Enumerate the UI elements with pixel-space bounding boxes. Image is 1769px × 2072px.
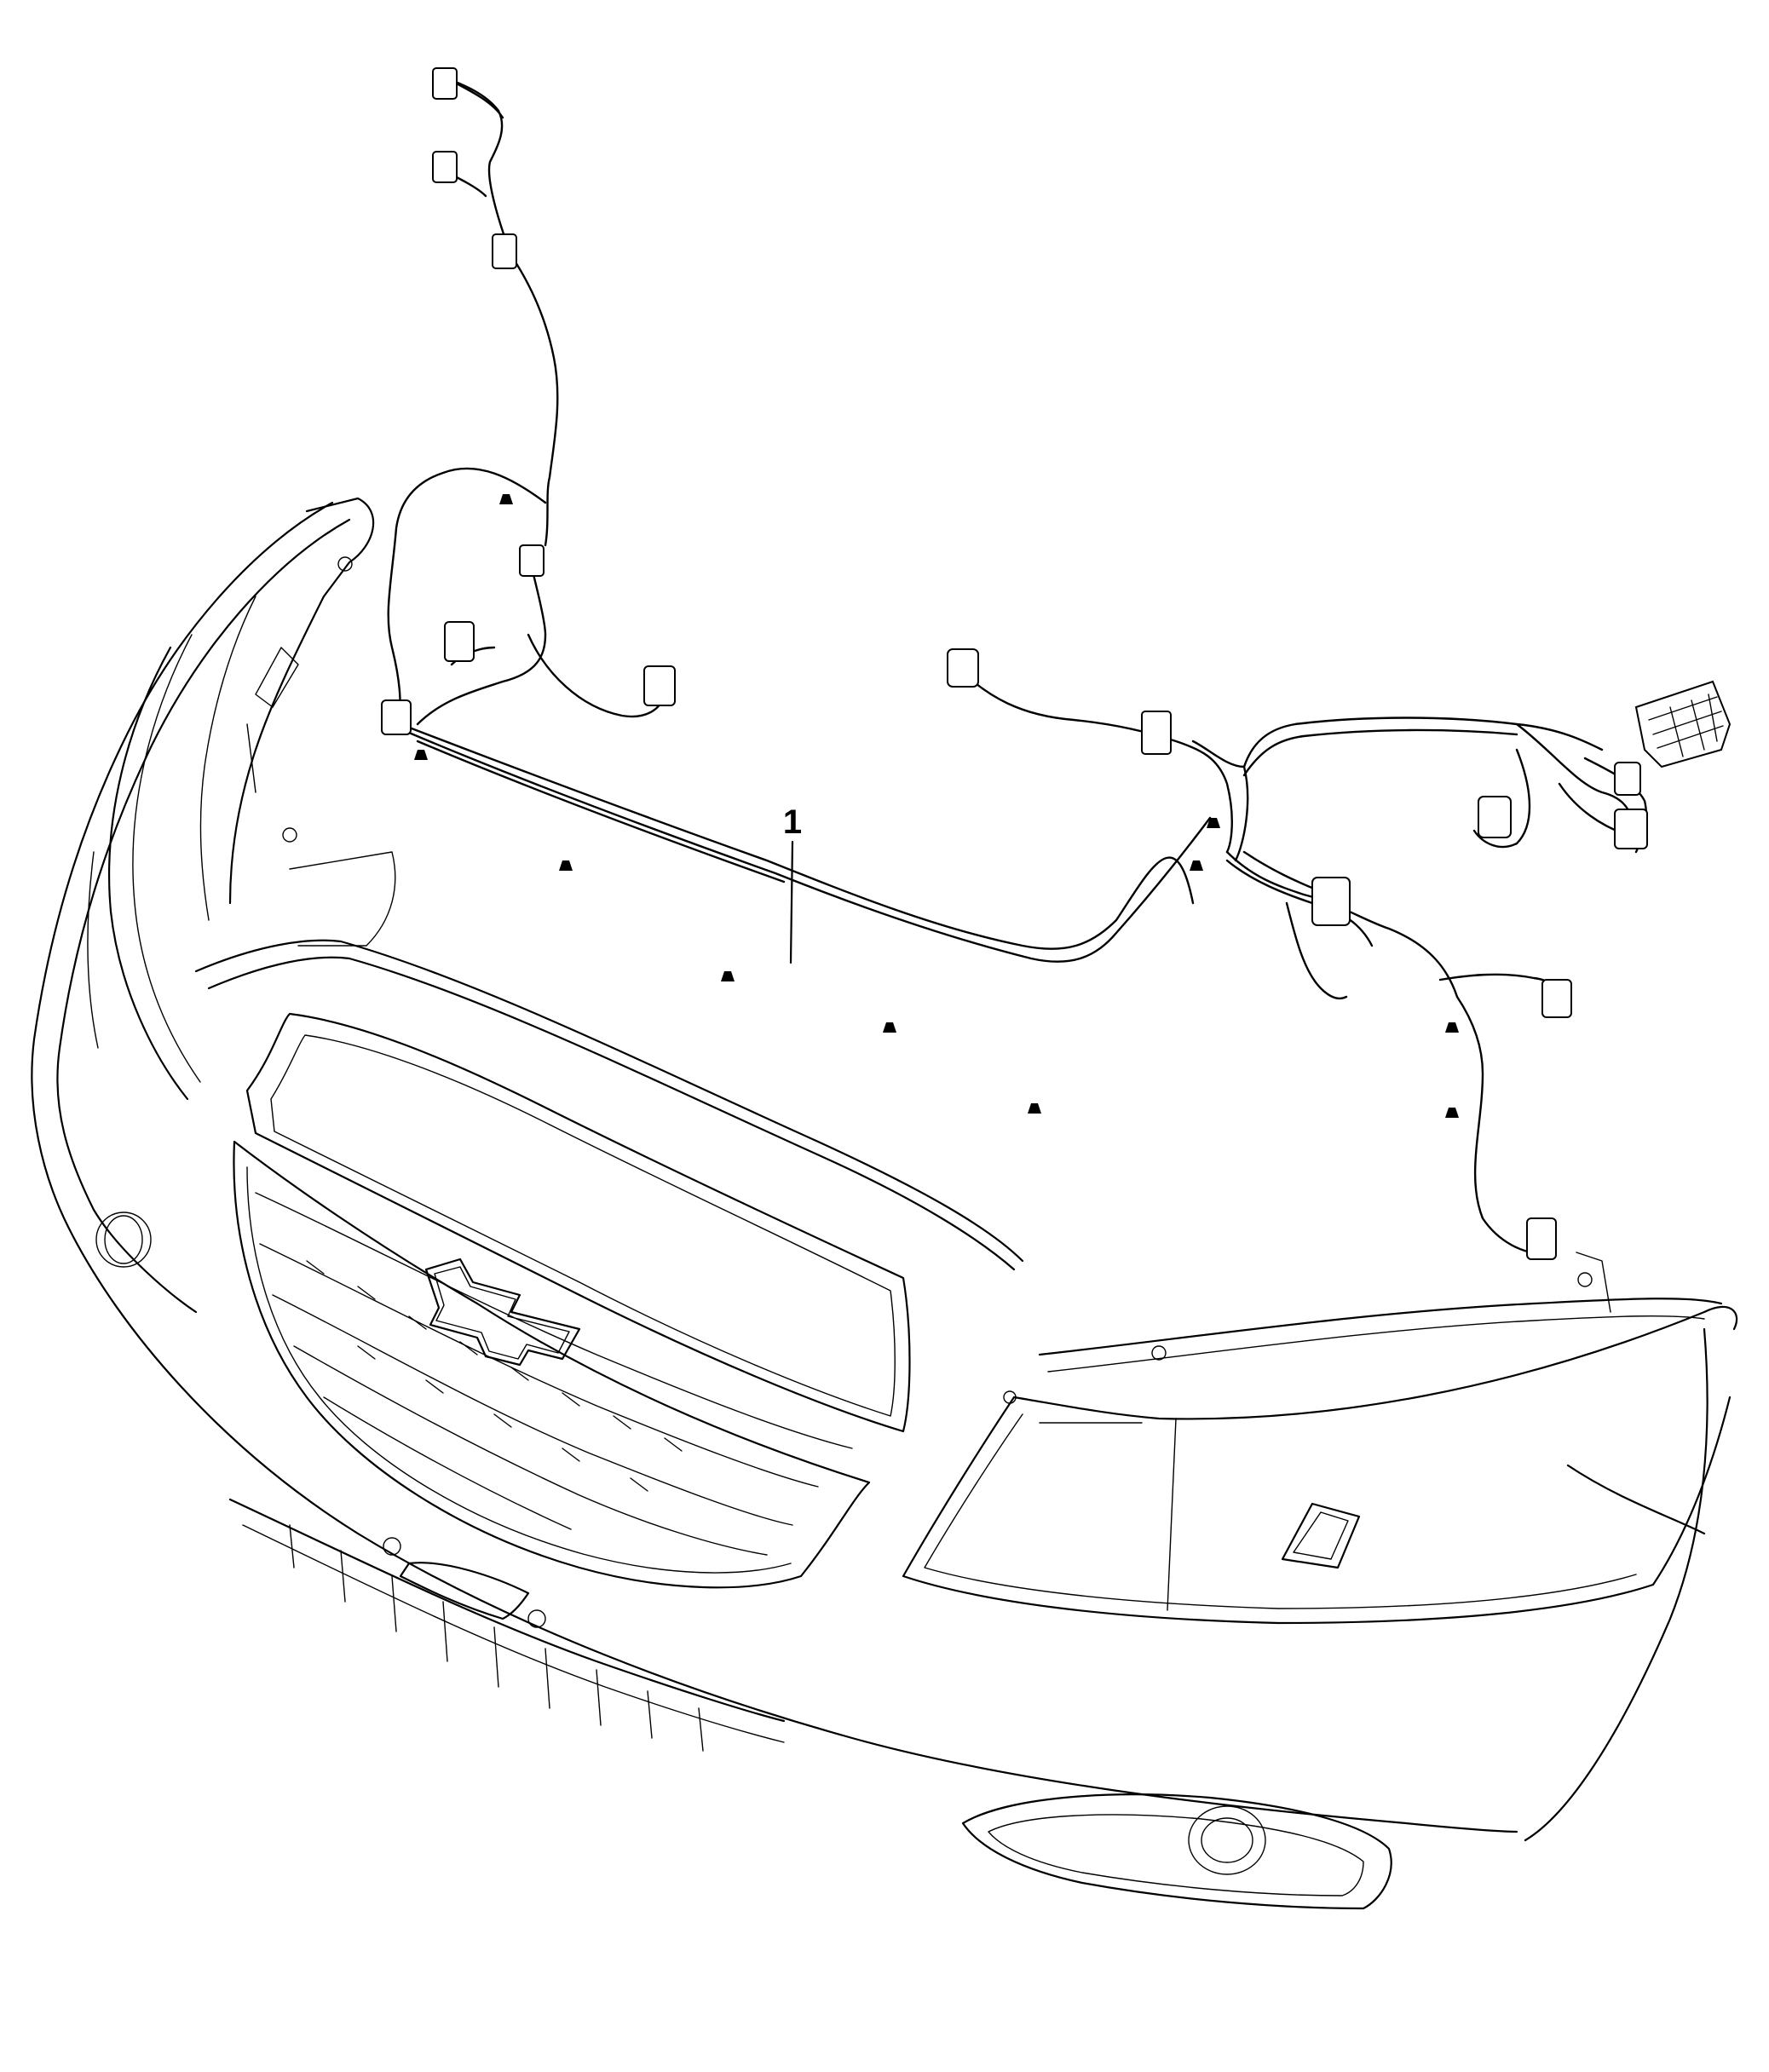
front-bumper-fascia: [31, 497, 1738, 1910]
harness-connectors: [381, 67, 1732, 1260]
wiring-harness: [381, 67, 1732, 1260]
bowtie-emblem-icon: [424, 1258, 581, 1367]
grille-slats: [255, 1192, 853, 1556]
harness-clips: [414, 494, 1459, 1118]
callout-1: 1: [783, 803, 802, 964]
lower-grille-fins: [289, 1524, 704, 1752]
relay-block-icon: [1634, 680, 1732, 768]
callout-1-label: 1: [783, 803, 802, 841]
